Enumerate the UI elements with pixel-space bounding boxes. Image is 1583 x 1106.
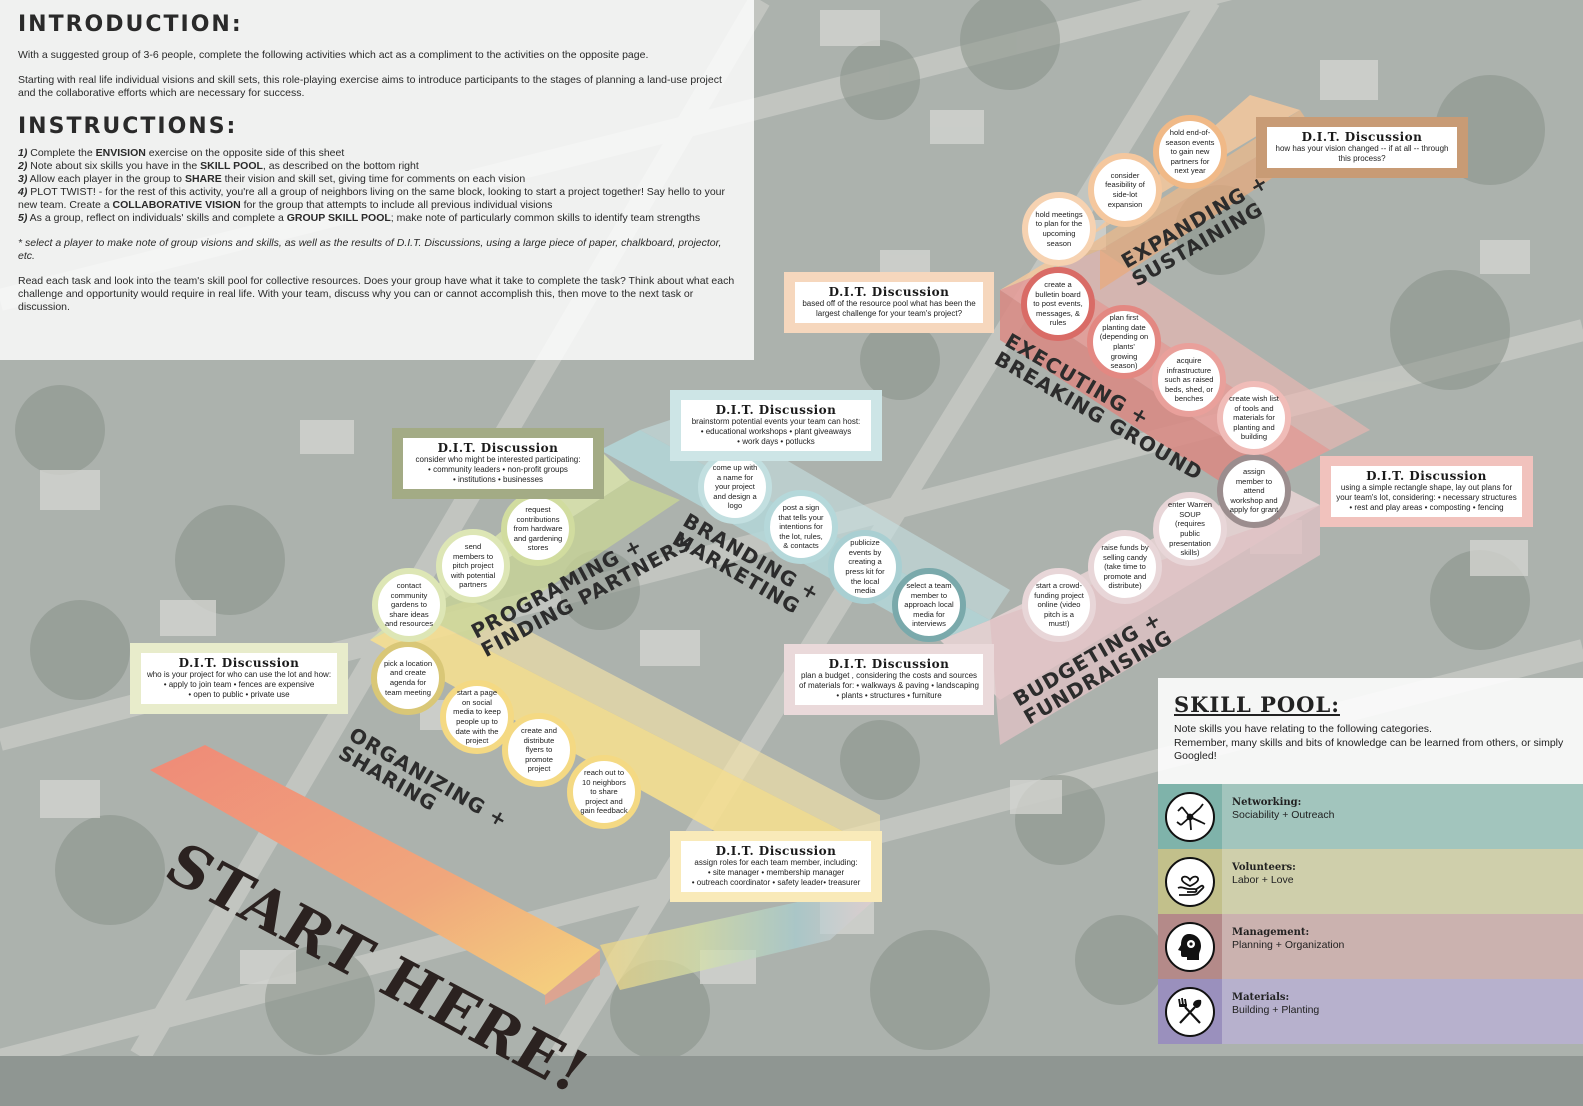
instruction-note: * select a player to make note of group … [18, 237, 722, 262]
instruction-step-5: 5) As a group, reflect on individuals' s… [18, 212, 701, 224]
skill-name-networking: Networking: [1232, 797, 1302, 808]
dit-discussion-executing: D.I.T. Discussion based off of the resou… [784, 272, 994, 333]
head-gears-icon [1165, 921, 1215, 972]
skill-category-networking: Networking:Sociability + Outreach [1158, 784, 1583, 849]
task-circle-programing-3: request contributions from hardware and … [501, 492, 575, 566]
skill-category-volunteers: Volunteers:Labor + Love [1158, 849, 1583, 914]
instruction-list: 1) Complete the ENVISION exercise on the… [18, 147, 736, 225]
task-circle-organizing-3: create and distribute flyers to promote … [502, 713, 576, 787]
skill-category-materials: Materials:Building + Planting [1158, 979, 1583, 1044]
task-circle-branding-4: select a team member to approach local m… [892, 568, 966, 642]
skill-desc-networking: Sociability + Outreach [1232, 809, 1335, 821]
dit-discussion-branding: D.I.T. Discussion brainstorm potential e… [670, 390, 882, 461]
shovel-fork-icon [1165, 986, 1215, 1037]
instruction-step-4: 4) PLOT TWIST! - for the rest of this ac… [18, 186, 726, 211]
task-circle-expanding-3: hold end-of-season events to gain new pa… [1153, 115, 1227, 189]
task-circle-budgeting-4: assign member to attend workshop and app… [1217, 454, 1291, 528]
instruction-step-3: 3) Allow each player in the group to SHA… [18, 173, 526, 185]
task-circle-executing-3: acquire infrastructure such as raised be… [1152, 343, 1226, 417]
skill-desc-volunteers: Labor + Love [1232, 874, 1294, 886]
intro-panel: INTRODUCTION: With a suggested group of … [0, 0, 754, 360]
skill-name-management: Management: [1232, 927, 1310, 938]
skill-name-materials: Materials: [1232, 992, 1290, 1003]
skill-desc-materials: Building + Planting [1232, 1004, 1320, 1016]
heart-hand-icon [1165, 856, 1215, 907]
task-circle-executing-2: plan first planting date (depending on p… [1087, 305, 1161, 379]
intro-paragraph-2: Starting with real life individual visio… [18, 74, 722, 99]
task-circle-budgeting-2: raise funds by selling candy (take time … [1088, 530, 1162, 604]
task-circle-expanding-2: consider feasibility of side-lot expansi… [1088, 153, 1162, 227]
dit-discussion-layout: D.I.T. Discussion using a simple rectang… [1320, 456, 1533, 527]
skill-desc-management: Planning + Organization [1232, 939, 1345, 951]
dit-discussion-roles: D.I.T. Discussion assign roles for each … [670, 831, 882, 902]
task-circle-branding-2: post a sign that tells your intentions f… [764, 490, 838, 564]
task-circle-programing-1: contact community gardens to share ideas… [372, 568, 446, 642]
task-circle-branding-1: come up with a name for your project and… [698, 450, 772, 524]
task-circle-expanding-1: hold meetings to plan for the upcoming s… [1022, 192, 1096, 266]
skill-pool-heading: SKILL POOL: [1174, 692, 1340, 717]
skill-pool-desc-1: Note skills you have relating to the fol… [1174, 723, 1432, 735]
task-circle-organizing-4: reach out to 10 neighbors to share proje… [567, 755, 641, 829]
skill-pool-header: SKILL POOL: Note skills you have relatin… [1158, 678, 1583, 784]
dit-discussion-organizing: D.I.T. Discussion who is your project fo… [130, 643, 348, 714]
instructions-heading: INSTRUCTIONS: [18, 114, 238, 139]
instruction-step-1: 1) Complete the ENVISION exercise on the… [18, 147, 345, 159]
skill-category-management: Management:Planning + Organization [1158, 914, 1583, 979]
skill-name-volunteers: Volunteers: [1232, 862, 1296, 873]
dit-discussion-programing: D.I.T. Discussion consider who might be … [392, 428, 604, 499]
intro-heading: INTRODUCTION: [18, 12, 243, 37]
task-circle-programing-2: send members to pitch project with poten… [436, 529, 510, 603]
dit-discussion-budgeting: D.I.T. Discussion plan a budget , consid… [784, 644, 994, 715]
task-circle-budgeting-3: enter Warren SOUP (requires public prese… [1153, 492, 1227, 566]
skill-pool-panel: SKILL POOL: Note skills you have relatin… [1158, 678, 1583, 1056]
task-circle-executing-1: create a bulletin board to post events, … [1021, 267, 1095, 341]
intro-paragraph-1: With a suggested group of 3-6 people, co… [18, 49, 649, 61]
network-icon [1165, 791, 1215, 842]
task-circle-executing-4: create wish list of tools and materials … [1217, 381, 1291, 455]
instruction-step-2: 2) Note about six skills you have in the… [18, 160, 419, 172]
task-circle-branding-3: publicize events by creating a press kit… [828, 530, 902, 604]
instruction-closing: Read each task and look into the team's … [18, 275, 735, 313]
task-circle-budgeting-1: start a crowd-funding project online (vi… [1022, 568, 1096, 642]
task-circle-organizing-2: start a page on social media to keep peo… [440, 680, 514, 754]
dit-discussion-expanding: D.I.T. Discussion how has your vision ch… [1256, 117, 1468, 178]
task-circle-organizing-1: pick a location and create agenda for te… [371, 641, 445, 715]
skill-pool-desc-2: Remember, many skills and bits of knowle… [1174, 736, 1564, 763]
